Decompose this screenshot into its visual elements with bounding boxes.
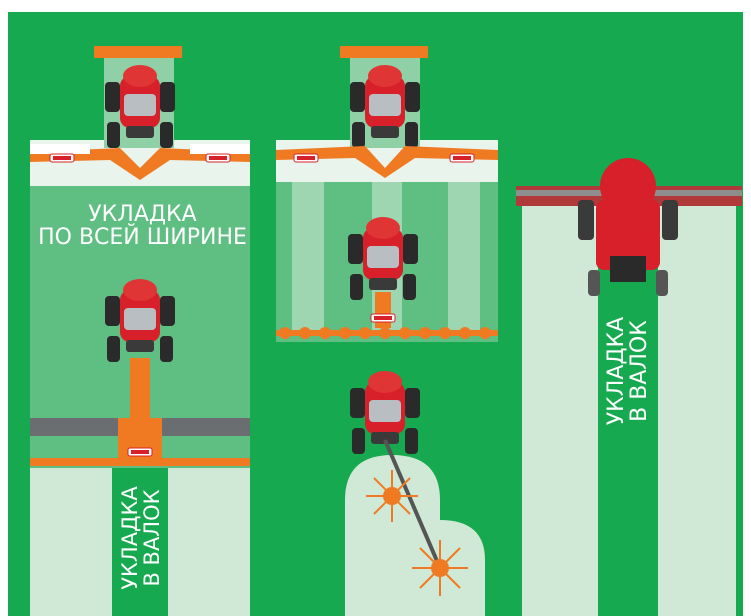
right-swath-label-line2: В ВАЛОК <box>628 306 651 436</box>
rake-rotor-hub <box>383 487 401 505</box>
rake-rotor-hub <box>431 559 449 577</box>
cut-stripe <box>292 182 324 334</box>
front-mower-top <box>94 46 182 58</box>
kuhn-logo <box>294 154 318 162</box>
wheel <box>662 200 678 240</box>
kuhn-logo <box>206 154 230 162</box>
full-width-label-line1: УКЛАДКА <box>35 203 250 226</box>
mower-cover-right <box>190 144 250 154</box>
tedder-arm <box>375 292 391 328</box>
rear-wheel <box>588 270 600 296</box>
kuhn-logo <box>371 314 395 322</box>
right-swath-label: УКЛАДКА В ВАЛОК <box>605 306 651 436</box>
left-swath-label-line2: В ВАЛОК <box>141 468 163 608</box>
cut-stripe <box>448 182 480 334</box>
left-swath-label: УКЛАДКА В ВАЛОК <box>119 468 163 608</box>
full-width-label-line2: ПО ВСЕЙ ШИРИНЕ <box>35 226 250 249</box>
mower-cover-left <box>30 144 90 154</box>
wheel <box>578 200 594 240</box>
full-width-label: УКЛАДКА ПО ВСЕЙ ШИРИНЕ <box>35 203 250 249</box>
rear-counterweight <box>610 256 646 282</box>
right-swath-label-line1: УКЛАДКА <box>605 306 628 436</box>
left-swath-label-line1: УКЛАДКА <box>119 468 141 608</box>
kuhn-logo <box>128 448 152 456</box>
merger-bar <box>30 458 250 466</box>
rear-wheel <box>656 270 668 296</box>
front-mower-top <box>340 46 428 58</box>
kuhn-logo <box>450 154 474 162</box>
conveyor-arm <box>130 358 150 428</box>
kuhn-logo <box>50 154 74 162</box>
windrower-cab <box>600 158 656 214</box>
